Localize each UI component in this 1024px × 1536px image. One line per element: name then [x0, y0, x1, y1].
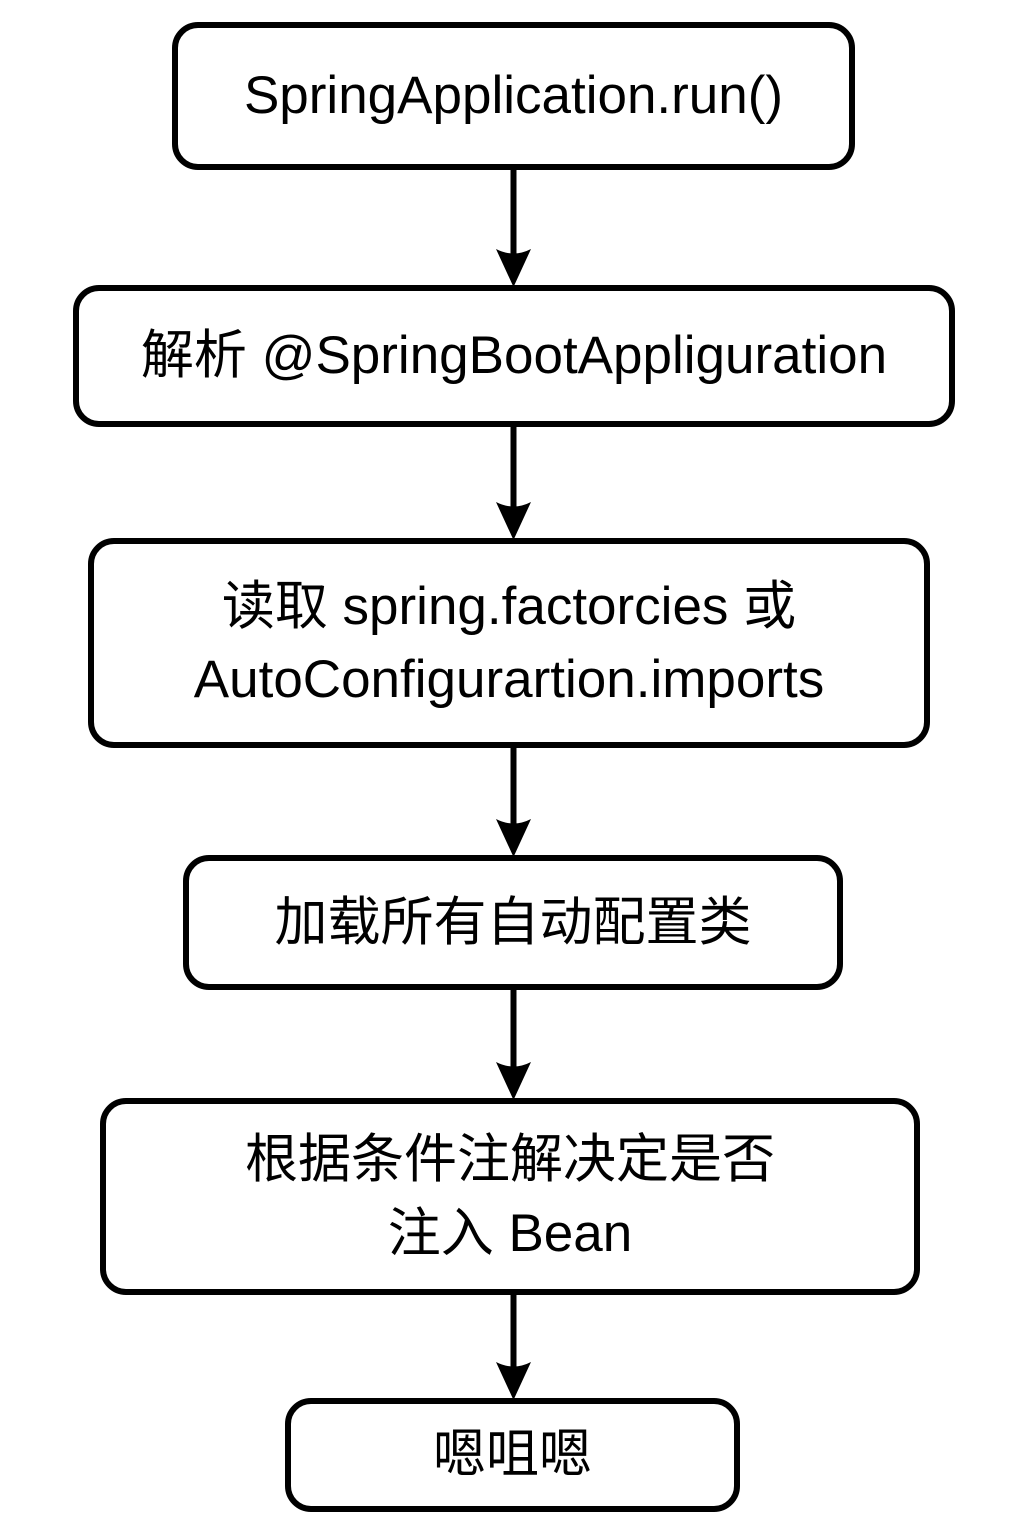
- node-label: AutoConfigurartion.imports: [193, 650, 825, 709]
- node-label: 注入 Bean: [387, 1203, 633, 1263]
- flow-arrow: [496, 168, 531, 287]
- flow-node-end: 嗯咀嗯: [285, 1398, 740, 1512]
- flow-node-spring-application-run: SpringApplication.run(): [172, 22, 855, 170]
- node-label: 读取 spring.factorcies 或: [221, 576, 797, 636]
- flow-arrow: [496, 988, 531, 1100]
- flow-node-parse-annotation: 解析 @SpringBootAppliguration: [73, 285, 955, 427]
- node-label: SpringApplication.run(): [243, 66, 784, 126]
- flow-node-conditional-inject-bean: 根据条件注解决定是否 注入 Bean: [100, 1098, 920, 1295]
- flow-arrow: [496, 746, 531, 857]
- node-label: 解析 @SpringBootAppliguration: [140, 326, 888, 386]
- node-label: 嗯咀嗯: [433, 1425, 592, 1485]
- node-label: 加载所有自动配置类: [274, 892, 752, 952]
- flow-node-read-factories: 读取 spring.factorcies 或 AutoConfigurartio…: [88, 538, 930, 748]
- flow-node-load-autoconfig-classes: 加载所有自动配置类: [183, 855, 843, 990]
- flow-arrow: [496, 1293, 531, 1400]
- flow-arrow: [496, 425, 531, 540]
- node-label: 根据条件注解决定是否: [245, 1130, 775, 1190]
